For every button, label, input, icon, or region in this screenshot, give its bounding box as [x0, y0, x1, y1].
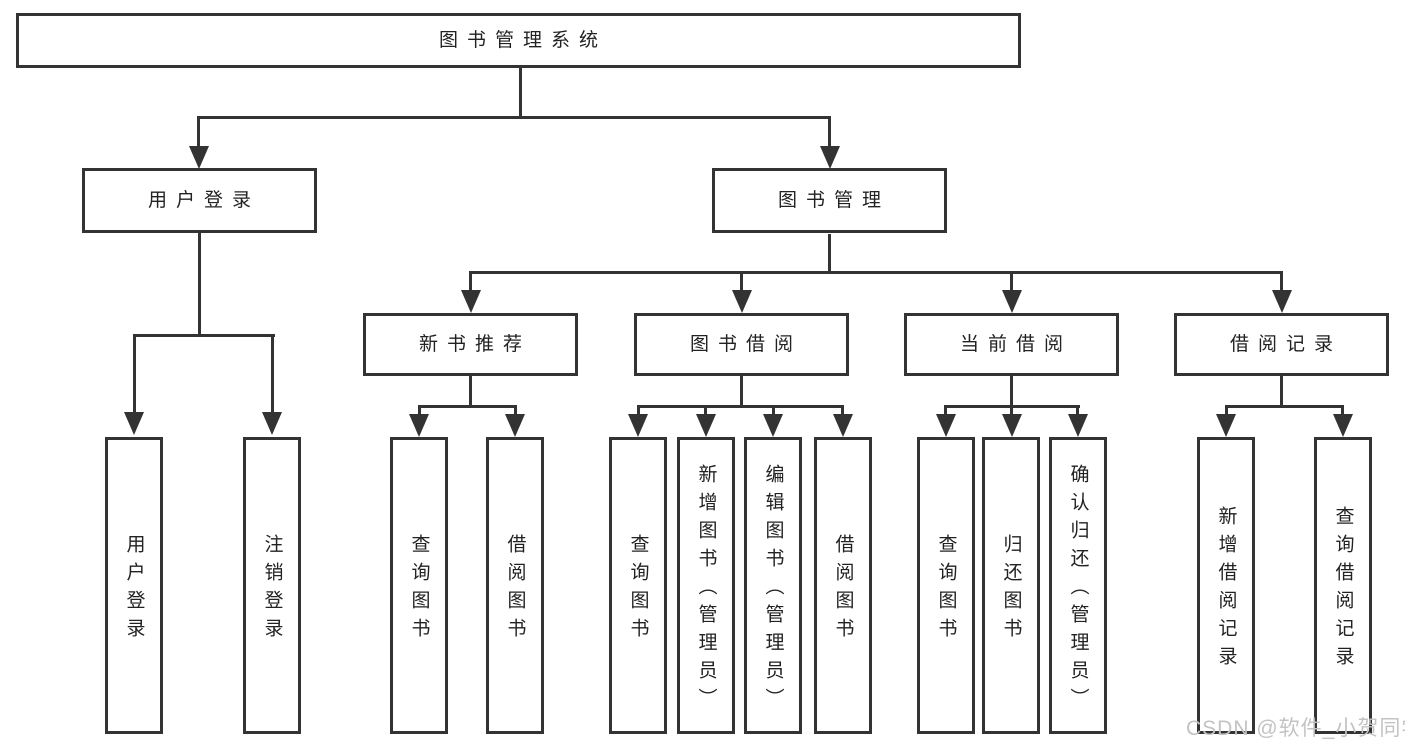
arrow-down-icon	[505, 414, 525, 437]
connector-line	[133, 334, 136, 412]
connector-line	[1076, 405, 1079, 416]
arrow-down-icon	[1002, 290, 1022, 313]
connector-line	[469, 376, 472, 408]
node-book-borrowing: 图书借阅	[634, 313, 849, 376]
connector-line	[1010, 405, 1013, 416]
arrow-down-icon	[189, 146, 209, 169]
leaf-return-book: 归还图书	[982, 437, 1040, 734]
arrow-down-icon	[820, 146, 840, 169]
arrow-down-icon	[1002, 414, 1022, 437]
connector-line	[704, 405, 707, 416]
node-new-book-recommendation: 新书推荐	[363, 313, 578, 376]
arrow-down-icon	[763, 414, 783, 437]
connector-line	[1010, 271, 1013, 292]
connector-line	[198, 233, 201, 336]
connector-line	[1225, 405, 1344, 408]
connector-line	[469, 271, 1283, 274]
arrow-down-icon	[1333, 414, 1353, 437]
connector-line	[637, 405, 844, 408]
arrow-down-icon	[732, 290, 752, 313]
leaf-query-book-newbook: 查询图书	[390, 437, 448, 734]
connector-line	[197, 116, 831, 119]
connector-line	[418, 405, 421, 416]
leaf-logout: 注销登录	[243, 437, 301, 734]
leaf-borrow-book-newbook: 借阅图书	[486, 437, 544, 734]
connector-line	[418, 405, 517, 408]
watermark-text: CSDN @软件_小贺同学	[1186, 717, 1405, 740]
connector-line	[1280, 271, 1283, 292]
arrow-down-icon	[936, 414, 956, 437]
node-current-borrowing: 当前借阅	[904, 313, 1119, 376]
connector-line	[514, 405, 517, 416]
connector-line	[1010, 376, 1013, 408]
leaf-add-book-admin: 新增图书（管理员）	[677, 437, 735, 734]
leaf-query-borrow-record: 查询借阅记录	[1314, 437, 1372, 734]
arrow-down-icon	[1216, 414, 1236, 437]
node-book-management: 图书管理	[712, 168, 947, 233]
arrow-down-icon	[1272, 290, 1292, 313]
connector-line	[1280, 376, 1283, 408]
connector-line	[469, 271, 472, 292]
leaf-query-book-borrow: 查询图书	[609, 437, 667, 734]
arrow-down-icon	[833, 414, 853, 437]
leaf-confirm-return-admin: 确认归还（管理员）	[1049, 437, 1107, 734]
node-user-login: 用户登录	[82, 168, 317, 233]
arrow-down-icon	[628, 414, 648, 437]
connector-line	[271, 334, 274, 412]
leaf-add-borrow-record: 新增借阅记录	[1197, 437, 1255, 734]
connector-line	[1225, 405, 1228, 416]
leaf-borrow-book-borrow: 借阅图书	[814, 437, 872, 734]
node-borrowing-records: 借阅记录	[1174, 313, 1389, 376]
connector-line	[841, 405, 844, 416]
arrow-down-icon	[1068, 414, 1088, 437]
leaf-edit-book-admin: 编辑图书（管理员）	[744, 437, 802, 734]
leaf-query-book-current: 查询图书	[917, 437, 975, 734]
connector-line	[133, 334, 275, 337]
connector-line	[828, 234, 831, 274]
arrow-down-icon	[124, 412, 144, 435]
connector-line	[1341, 405, 1344, 416]
arrow-down-icon	[262, 412, 282, 435]
arrow-down-icon	[461, 290, 481, 313]
connector-line	[828, 116, 831, 148]
connector-line	[637, 405, 640, 416]
connector-line	[197, 116, 200, 148]
arrow-down-icon	[409, 414, 429, 437]
connector-line	[740, 271, 743, 292]
leaf-user-login: 用户登录	[105, 437, 163, 734]
arrow-down-icon	[696, 414, 716, 437]
connector-line	[944, 405, 947, 416]
connector-line	[740, 376, 743, 408]
node-library-management-system: 图书管理系统	[16, 13, 1021, 68]
connector-line	[772, 405, 775, 416]
connector-line	[519, 68, 522, 118]
